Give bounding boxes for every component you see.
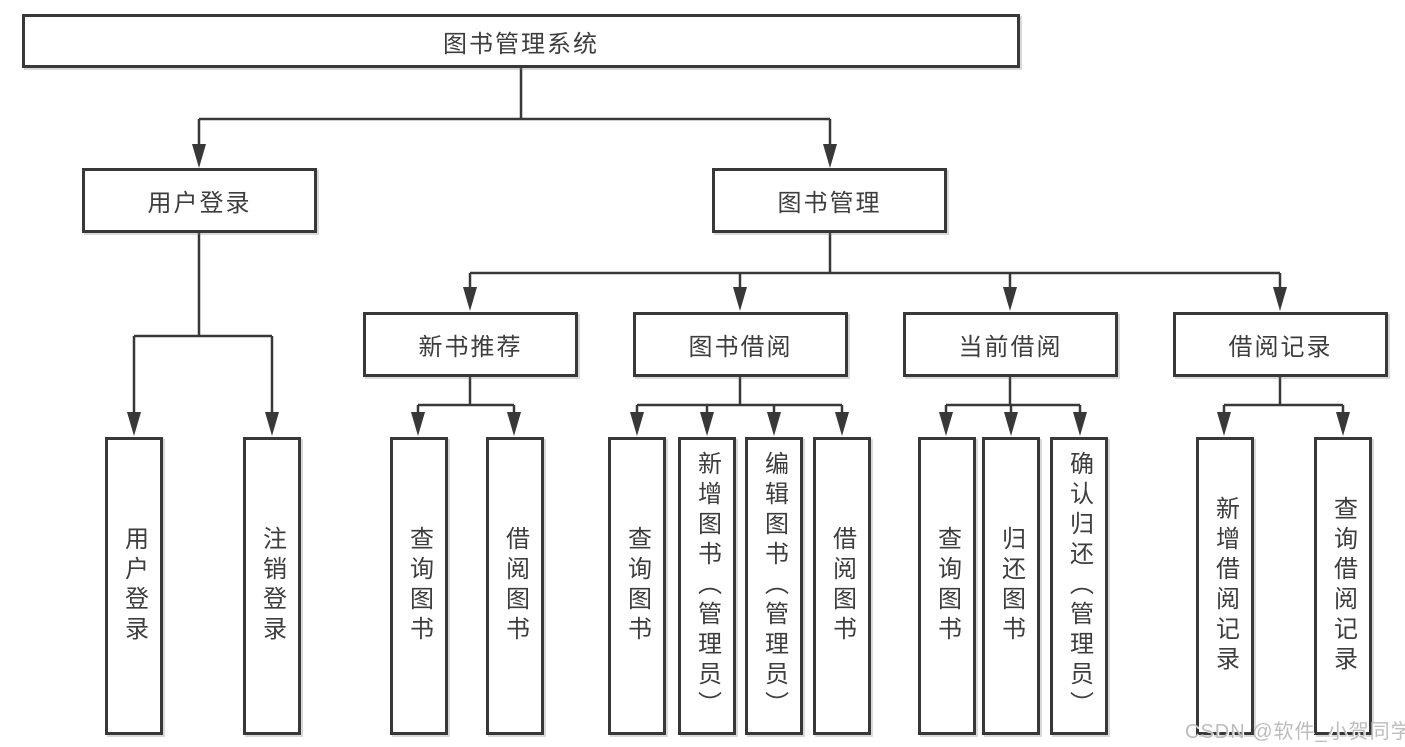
node-borrow-records: 借阅记录 bbox=[1173, 312, 1388, 377]
watermark: CSDN @软件_小贺同学 bbox=[1185, 721, 1405, 743]
leaf-user-login: 用户登录 bbox=[105, 437, 163, 735]
leaf-records-add: 新增借阅记录 bbox=[1196, 437, 1254, 735]
leaf-borrow-add-admin: 新增图书（管理员） bbox=[678, 437, 736, 735]
leaf-borrow-edit-admin: 编辑图书（管理员） bbox=[745, 437, 803, 735]
leaf-newbook-borrow: 借阅图书 bbox=[486, 437, 544, 735]
node-user-login: 用户登录 bbox=[82, 168, 317, 233]
node-root: 图书管理系统 bbox=[22, 14, 1020, 68]
arrowheads bbox=[127, 144, 1350, 436]
node-book-borrow: 图书借阅 bbox=[633, 312, 848, 377]
leaf-borrow-borrow: 借阅图书 bbox=[813, 437, 871, 735]
leaf-current-return: 归还图书 bbox=[982, 437, 1040, 735]
leaf-logout: 注销登录 bbox=[243, 437, 301, 735]
node-current-borrow: 当前借阅 bbox=[903, 312, 1118, 377]
leaf-records-query: 查询借阅记录 bbox=[1314, 437, 1372, 735]
node-book-management: 图书管理 bbox=[712, 168, 947, 233]
leaf-borrow-query: 查询图书 bbox=[608, 437, 666, 735]
leaf-current-query: 查询图书 bbox=[918, 437, 976, 735]
leaf-current-confirm-admin: 确认归还（管理员） bbox=[1050, 437, 1108, 735]
leaf-newbook-query: 查询图书 bbox=[390, 437, 448, 735]
node-new-book-recommend: 新书推荐 bbox=[363, 312, 578, 377]
